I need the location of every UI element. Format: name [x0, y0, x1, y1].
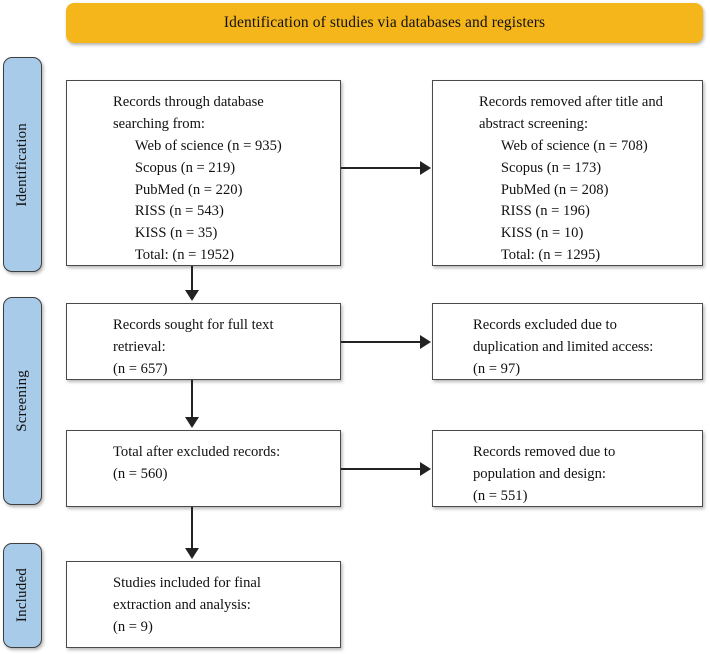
- box-records-sought-full-text-text: Records sought for full text retrieval: …: [113, 317, 274, 377]
- box-studies-included-text: Studies included for final extraction an…: [113, 575, 261, 635]
- box-studies-included: Studies included for final extraction an…: [66, 561, 341, 648]
- stage-label-included: Included: [14, 568, 30, 623]
- page-title: Identification of studies via databases …: [223, 14, 546, 31]
- box-records-removed-title-abstract-text: Records removed after title and abstract…: [479, 94, 663, 264]
- connector-identified-to-sought: [191, 266, 193, 292]
- arrow-down-icon-3: [185, 548, 199, 559]
- box-total-after-excluded-text: Total after excluded records: (n = 560): [113, 444, 281, 482]
- box-records-removed-title-abstract: Records removed after title and abstract…: [432, 80, 703, 266]
- stage-chip-included: Included: [3, 543, 42, 648]
- arrow-right-icon-1: [420, 161, 431, 175]
- arrow-down-icon-1: [185, 290, 199, 301]
- box-records-removed-population-text: Records removed due to population and de…: [473, 444, 616, 504]
- box-records-excluded-duplication-text: Records excluded due to duplication and …: [473, 317, 654, 377]
- connector-total-to-included: [191, 507, 193, 549]
- arrow-down-icon-2: [185, 417, 199, 428]
- box-records-identified-text: Records through database searching from:…: [113, 94, 282, 264]
- box-records-removed-population: Records removed due to population and de…: [432, 430, 703, 507]
- arrow-right-icon-3: [420, 462, 431, 476]
- box-total-after-excluded: Total after excluded records: (n = 560): [66, 430, 341, 507]
- stage-chip-screening: Screening: [3, 297, 42, 505]
- header-banner: Identification of studies via databases …: [66, 3, 703, 43]
- connector-total-to-removed-population: [341, 468, 421, 470]
- connector-sought-to-excluded: [341, 341, 421, 343]
- stage-label-screening: Screening: [14, 370, 30, 432]
- stage-chip-identification: Identification: [3, 57, 42, 272]
- box-records-excluded-duplication: Records excluded due to duplication and …: [432, 303, 703, 380]
- connector-identified-to-removed: [341, 167, 421, 169]
- arrow-right-icon-2: [420, 335, 431, 349]
- box-records-identified: Records through database searching from:…: [66, 80, 341, 266]
- box-records-sought-full-text: Records sought for full text retrieval: …: [66, 303, 341, 380]
- connector-sought-to-total: [191, 380, 193, 418]
- stage-label-identification: Identification: [14, 122, 30, 207]
